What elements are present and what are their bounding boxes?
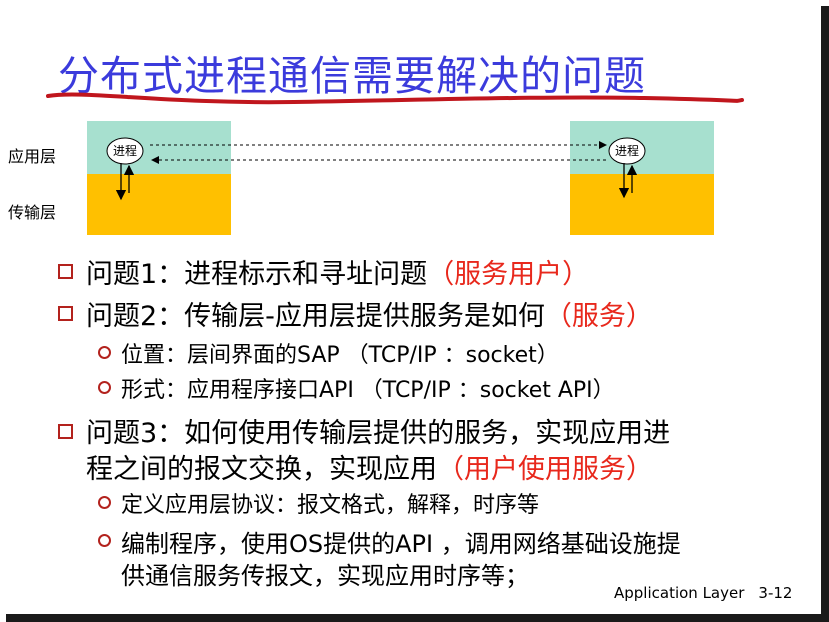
app-layer-label: 应用层 (8, 147, 57, 166)
square-bullet-icon (58, 264, 73, 279)
page-number: 3-12 (758, 584, 793, 602)
circle-bullet-icon (98, 346, 111, 359)
square-bullet-icon (58, 424, 73, 439)
left-app-layer (87, 121, 231, 174)
circle-bullet-icon (98, 534, 111, 547)
question-3-line-2: 程之间的报文交换，实现应用（用户使用服务） (86, 454, 653, 485)
title-underline (46, 92, 744, 105)
question-3-sub-2-line-2: 供通信服务传报文，实现应用时序等； (121, 562, 529, 590)
right-host-stack (570, 121, 714, 235)
question-3-line-1: 问题3：如何使用传输层提供的服务，实现应用进 (86, 418, 671, 449)
right-app-layer (570, 121, 714, 174)
question-3-sub-2-line-1: 编制程序，使用OS提供的API ，调用网络基础设施提 (121, 530, 681, 558)
circle-bullet-icon (98, 381, 111, 394)
question-2: 问题2：传输层-应用层提供服务是如何（服务） (86, 301, 653, 332)
slide-shadow-right (821, 6, 829, 622)
circle-bullet-icon (98, 496, 111, 509)
slide-shadow-bottom (6, 614, 829, 622)
left-transport-layer (87, 174, 231, 235)
left-host-stack (87, 121, 231, 235)
transport-layer-label: 传输层 (8, 203, 57, 222)
question-2-sub-2: 形式：应用程序接口API （TCP/IP ：socket API） (121, 378, 615, 403)
slide: 分布式进程通信需要解决的问题 应用层 传输层 进程 进程 (8, 52, 793, 602)
question-1: 问题1：进程标示和寻址问题（服务用户） (86, 259, 590, 290)
square-bullet-icon (58, 306, 73, 321)
question-2-sub-1: 位置：层间界面的SAP （TCP/IP ：socket） (121, 343, 559, 368)
slide-title: 分布式进程通信需要解决的问题 (58, 52, 646, 100)
slide-footer: Application Layer 3-12 (614, 584, 792, 602)
question-3-sub-1: 定义应用层协议：报文格式，解释，时序等 (121, 493, 540, 518)
right-transport-layer (570, 174, 714, 235)
footer-label: Application Layer (614, 584, 745, 602)
